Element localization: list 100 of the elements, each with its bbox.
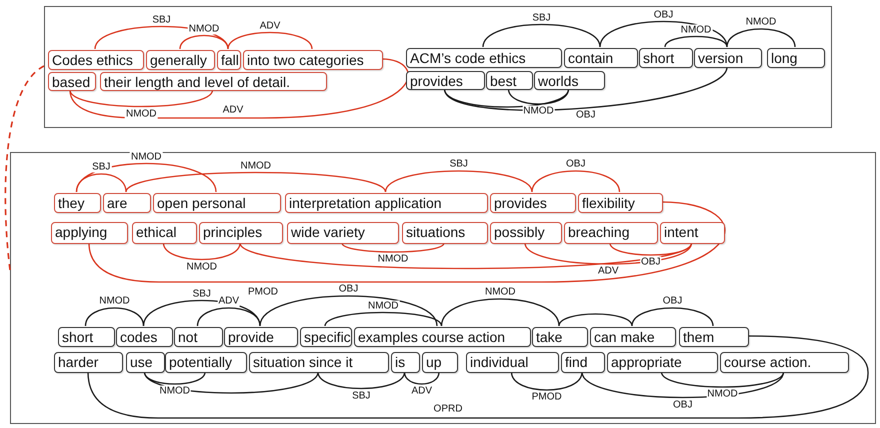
word-box: situation since it xyxy=(249,352,389,373)
edge-label: OPRD xyxy=(432,404,464,414)
dependency-arc xyxy=(324,312,442,326)
edge-label: NMOD xyxy=(98,296,131,306)
word-box: fall xyxy=(217,50,241,70)
dependency-arc xyxy=(240,242,692,270)
word-box: they xyxy=(54,193,101,213)
edge-label: NMOD xyxy=(706,388,739,400)
word-box: potentially xyxy=(165,352,247,373)
edge-label: SBJ xyxy=(192,288,212,299)
word-box: intent xyxy=(660,222,725,244)
word-box: specific xyxy=(300,327,352,347)
word-box: course action. xyxy=(720,352,849,373)
edge-label: OBJ xyxy=(662,296,684,306)
dependency-arc xyxy=(609,242,692,256)
edge-label: ADV xyxy=(222,104,244,116)
dependency-arc xyxy=(84,307,144,326)
edge-label: NMOD xyxy=(366,300,400,311)
word-box: appropriate xyxy=(607,352,718,373)
word-box: interpretation application xyxy=(285,193,488,213)
dependency-arc xyxy=(142,300,261,326)
word-box: based xyxy=(48,72,96,91)
dependency-arc xyxy=(144,372,206,385)
edge-label: NMOD xyxy=(680,24,712,35)
word-box: take xyxy=(532,327,588,347)
dependency-arc xyxy=(444,88,570,108)
edge-label: OBJ xyxy=(338,284,360,294)
dependency-arc xyxy=(259,295,438,326)
word-box: examples course action xyxy=(354,327,531,347)
dependency-arc xyxy=(69,90,214,108)
sentence-panel xyxy=(10,152,876,424)
word-box: short xyxy=(58,327,115,347)
dependency-arc xyxy=(510,372,583,391)
word-box: harder xyxy=(54,352,123,373)
word-box: short xyxy=(639,48,693,68)
edge-label: OBJ xyxy=(575,110,596,120)
edge-label: NMOD xyxy=(484,286,517,298)
word-box: applying xyxy=(51,222,128,244)
edge-label: OBJ xyxy=(640,256,662,268)
edge-label: ADV xyxy=(258,20,282,31)
dependency-arc xyxy=(196,307,261,326)
word-box: can make xyxy=(590,327,676,347)
dependency-arc xyxy=(76,173,127,192)
word-box: wide variety xyxy=(287,222,399,244)
word-box: not xyxy=(174,327,223,347)
edge-label: SBJ xyxy=(448,158,469,170)
word-box: ethical xyxy=(132,222,197,244)
dashed-connector xyxy=(4,65,44,270)
edge-label: NMOD xyxy=(188,23,220,34)
word-box: worlds xyxy=(534,71,605,90)
word-box: generally xyxy=(146,50,215,70)
dependency-arc xyxy=(440,298,560,326)
dependency-arc xyxy=(599,20,728,48)
word-box: provides xyxy=(490,193,576,213)
dependency-arc xyxy=(631,307,714,326)
edge-label: SBJ xyxy=(351,390,372,401)
dependency-arc xyxy=(179,34,229,50)
word-box: ACM’s code ethics xyxy=(406,48,562,68)
dependency-arc xyxy=(524,242,692,265)
dependency-arc xyxy=(384,170,533,192)
word-box: are xyxy=(103,193,151,213)
word-box: their length and level of detail. xyxy=(100,72,327,91)
word-box: principles xyxy=(199,222,283,244)
edge-label: NMOD xyxy=(130,151,163,162)
dependency-arc xyxy=(404,372,440,385)
word-box: Codes ethics xyxy=(48,50,144,70)
sentence-panel xyxy=(44,6,832,128)
word-box: up xyxy=(422,352,458,373)
dependency-arc xyxy=(508,88,570,105)
edge-label: ADV xyxy=(596,266,620,276)
word-box: use xyxy=(126,352,165,373)
edge-label: OBJ xyxy=(565,158,586,170)
word-box: individual xyxy=(466,352,559,373)
dependency-arc xyxy=(558,313,633,326)
dependency-arc xyxy=(87,335,869,419)
dependency-arc xyxy=(726,28,796,48)
word-box: codes xyxy=(116,327,173,347)
dependency-arc xyxy=(664,36,728,48)
dependency-arc xyxy=(76,162,217,192)
dependency-arc xyxy=(660,372,784,388)
edge-label: ADV xyxy=(217,296,240,306)
dependency-arc xyxy=(317,372,406,390)
dependency-arc xyxy=(69,58,409,119)
dependency-arc xyxy=(227,32,313,50)
edge-label: NMOD xyxy=(124,108,158,119)
word-box: contain xyxy=(564,48,638,68)
edge-label: PMOD xyxy=(530,392,563,402)
dependency-arc xyxy=(531,170,620,192)
edge-label: NMOD xyxy=(376,254,410,264)
word-box: long xyxy=(767,48,825,68)
word-box: them xyxy=(679,327,749,347)
word-box: is xyxy=(391,352,420,373)
word-box: breaching xyxy=(564,222,658,244)
word-box: version xyxy=(694,48,762,68)
word-box: open personal xyxy=(153,193,281,213)
edge-label: ADV xyxy=(410,386,434,396)
edge-label: SBJ xyxy=(91,162,112,172)
word-box: best xyxy=(486,71,533,90)
dependency-arc xyxy=(482,24,601,48)
dependency-arc xyxy=(444,66,728,111)
